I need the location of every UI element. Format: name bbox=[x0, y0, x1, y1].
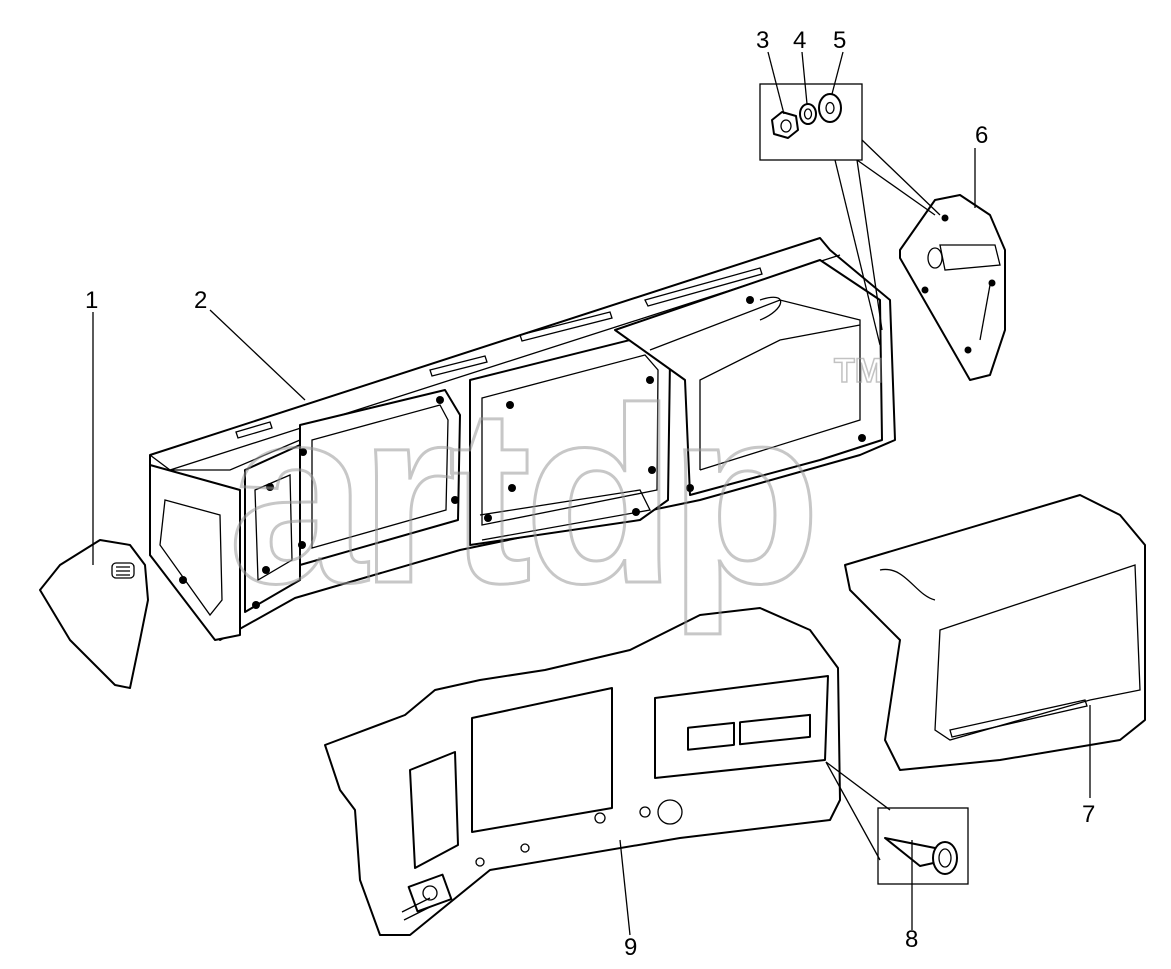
svg-text:TM: TM bbox=[834, 352, 883, 390]
svg-text:artdp: artdp bbox=[228, 356, 813, 635]
watermark: artdp TM bbox=[227, 351, 884, 636]
callout-8: 8 bbox=[905, 926, 918, 953]
leader-lines bbox=[92, 139, 1091, 936]
callout-3: 3 bbox=[756, 27, 769, 54]
part-1-left-cover bbox=[39, 539, 149, 689]
callout-5: 5 bbox=[833, 27, 846, 54]
callout-4: 4 bbox=[793, 27, 806, 54]
part-6-right-cover bbox=[899, 194, 1006, 381]
callout-9: 9 bbox=[624, 934, 637, 961]
detail-box-8 bbox=[877, 807, 969, 885]
callout-7: 7 bbox=[1082, 801, 1095, 828]
detail-box-3-4-5 bbox=[759, 51, 863, 161]
callout-2: 2 bbox=[194, 287, 207, 314]
part-9-dashboard-cover bbox=[324, 607, 841, 936]
part-7-right-panel bbox=[844, 494, 1146, 771]
callout-1: 1 bbox=[85, 287, 98, 314]
callout-6: 6 bbox=[975, 122, 988, 149]
part-2-dashboard-frame bbox=[149, 237, 896, 641]
callout-labels: 1 2 3 4 5 6 7 8 9 bbox=[85, 27, 1095, 961]
